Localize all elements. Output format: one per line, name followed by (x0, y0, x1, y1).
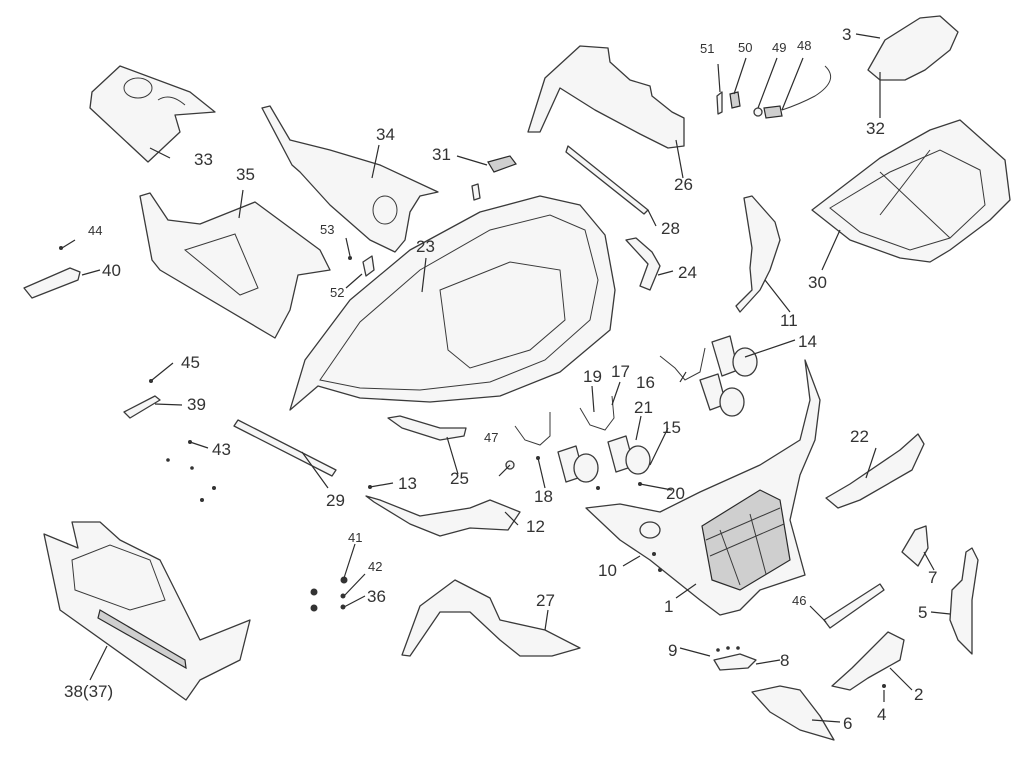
label-6: 6 (843, 714, 852, 733)
part-22-bumper-bar (825, 433, 925, 509)
part-4-screw (882, 684, 886, 688)
part-53-screw (348, 256, 352, 260)
label-53: 53 (320, 222, 334, 237)
label-49: 49 (772, 40, 786, 55)
label-45: 45 (181, 353, 200, 372)
label-23: 23 (416, 237, 435, 256)
label-16: 16 (636, 373, 655, 392)
label-22: 22 (850, 427, 869, 446)
label-27: 27 (536, 591, 555, 610)
label-26: 26 (674, 175, 693, 194)
label-4: 4 (877, 705, 886, 724)
part-24-side-bracket (625, 237, 661, 291)
label-36: 36 (367, 587, 386, 606)
label-18: 18 (534, 487, 553, 506)
label-8: 8 (780, 651, 789, 670)
part-15-headlamps (557, 435, 651, 483)
label-44: 44 (88, 223, 102, 238)
part-33-cupholder-panel (89, 65, 216, 163)
part-34-side-panel (261, 105, 439, 253)
part-6-fender-flare (751, 685, 835, 741)
label-2: 2 (914, 685, 923, 704)
part-11-side-trim (735, 195, 781, 313)
label-5: 5 (918, 603, 927, 622)
label-42: 42 (368, 559, 382, 574)
part-23-main-body-tub (289, 195, 616, 411)
part-25-grab-handle (387, 415, 467, 441)
label-52: 52 (330, 285, 344, 300)
label-13: 13 (398, 474, 417, 493)
label-31: 31 (432, 145, 451, 164)
part-39-bracket (123, 395, 161, 419)
part-35-seat-side-panel (139, 192, 331, 339)
part-16-17-19-harness (514, 347, 706, 446)
label-34: 34 (376, 125, 395, 144)
label-10: 10 (598, 561, 617, 580)
label-7: 7 (928, 568, 937, 587)
part-1-front-assembly (585, 359, 821, 616)
label-30: 30 (808, 273, 827, 292)
part-40-bracket (23, 267, 81, 299)
label-1: 1 (664, 597, 673, 616)
label-47: 47 (484, 430, 498, 445)
label-38-37: 38(37) (64, 682, 113, 701)
label-48: 48 (797, 38, 811, 53)
leader-lines (61, 33, 951, 723)
label-19: 19 (583, 367, 602, 386)
label-25: 25 (450, 469, 469, 488)
part-41-42-36-fasteners (310, 576, 348, 612)
label-24: 24 (678, 263, 697, 282)
part-2-skid-plate (831, 631, 905, 691)
label-21: 21 (634, 398, 653, 417)
label-46: 46 (792, 593, 806, 608)
label-17: 17 (611, 362, 630, 381)
label-32: 32 (866, 119, 885, 138)
part-29-cross-bar (233, 419, 337, 477)
label-39: 39 (187, 395, 206, 414)
part-44-screw (59, 246, 63, 250)
label-51: 51 (700, 41, 714, 56)
part-7-light (901, 525, 929, 567)
label-33: 33 (194, 150, 213, 169)
label-50: 50 (738, 40, 752, 55)
part-27-rear-fender (401, 579, 581, 657)
label-3: 3 (842, 25, 851, 44)
label-40: 40 (102, 261, 121, 280)
label-11: 11 (780, 311, 798, 330)
part-52-clip (362, 255, 375, 277)
label-12: 12 (526, 517, 545, 536)
label-28: 28 (661, 219, 680, 238)
part-labels: 33 34 35 31 44 40 53 52 23 45 39 43 29 1… (64, 25, 937, 733)
label-35: 35 (236, 165, 255, 184)
label-14: 14 (798, 332, 817, 351)
part-12-lower-panel (365, 495, 521, 537)
part-43-fasteners (166, 440, 216, 502)
part-38-floor-panel (43, 521, 251, 701)
part-46-trim-strip (823, 583, 885, 629)
label-43: 43 (212, 440, 231, 459)
part-9-fasteners (716, 646, 740, 652)
label-41: 41 (348, 530, 362, 545)
part-8-bracket (713, 653, 757, 671)
part-31-cover (471, 155, 517, 201)
label-9: 9 (668, 641, 677, 660)
part-5-side-guard (949, 547, 979, 655)
part-14-headlamps (699, 335, 758, 417)
part-30-rack-frame (811, 119, 1011, 263)
label-20: 20 (666, 484, 685, 503)
label-15: 15 (662, 418, 681, 437)
part-26-rear-wall (527, 45, 685, 149)
part-28-support-bar (565, 145, 649, 215)
label-29: 29 (326, 491, 345, 510)
part-32-dash-cluster (867, 15, 959, 81)
